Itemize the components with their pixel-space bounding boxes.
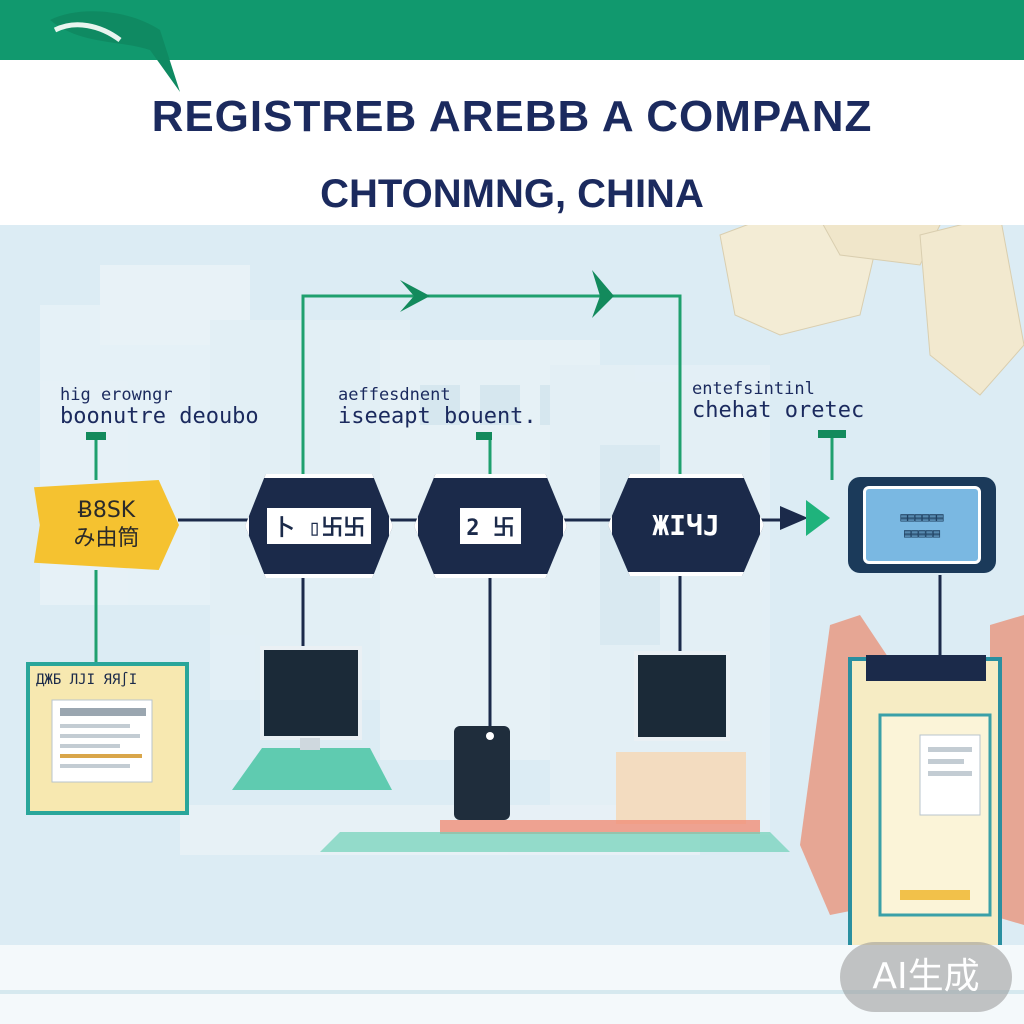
arrow-right-icon — [806, 500, 830, 536]
process-node-3: ЖIЧJ — [608, 474, 764, 576]
desk-surface — [232, 748, 392, 790]
arrow-right-icon — [592, 270, 614, 318]
page-subtitle: CHTONMNG, CHINA — [320, 172, 704, 216]
top-band — [0, 0, 1024, 60]
printer-icon — [454, 726, 510, 820]
arrow-right-icon — [780, 506, 808, 530]
step-label-1: hig erowngr boonutre deoubo — [60, 385, 259, 429]
document-card: ДЖБ ЛЈΙ ЯЯ∫I — [26, 662, 189, 815]
step-label-2: aeffesdnent iseeapt bouent. — [338, 385, 537, 429]
end-node: ▤▤▤▤▤▤ ▤▤▤▤▤ — [848, 477, 996, 573]
monitor-icon — [634, 651, 730, 741]
document-cabinet — [848, 655, 1002, 951]
process-node-2: 2 卐 — [414, 474, 567, 578]
arrow-right-icon — [400, 280, 430, 312]
start-node: Ƀ8SK み由筒 — [34, 480, 179, 570]
footer-line — [0, 990, 1024, 994]
process-node-1: 卜 ▯卐卐 — [245, 474, 393, 578]
monitor-icon — [260, 646, 362, 740]
box-icon — [616, 752, 746, 824]
page-title: REGISTREB AREBB A COMPANZ — [151, 92, 873, 141]
step-label-3: entefsintinl chehat oretec — [692, 379, 865, 423]
ai-generated-badge: AI生成 — [840, 942, 1012, 1012]
document-icon — [51, 699, 153, 783]
leaf-decoration-icon — [50, 11, 180, 92]
end-node-screen: ▤▤▤▤▤▤ ▤▤▤▤▤ — [863, 486, 981, 564]
